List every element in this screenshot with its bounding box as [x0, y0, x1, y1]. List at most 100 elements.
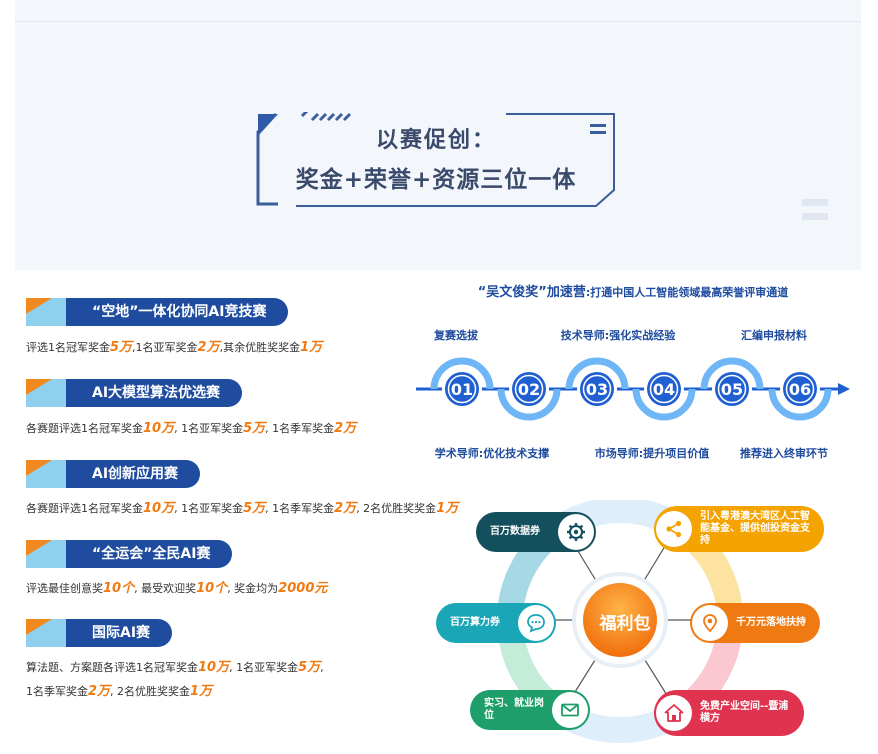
competition-prize-desc: 评选最佳创意奖10个, 最受欢迎奖10个, 奖金均为2000元	[26, 580, 327, 598]
step-number: 03	[586, 380, 608, 399]
decorative-lines-icon	[802, 199, 828, 220]
prize-amount: 10万	[143, 421, 175, 436]
prize-amount: 5万	[110, 340, 133, 355]
share-icon	[656, 511, 692, 547]
prize-text: , 2名优胜奖奖金	[110, 685, 191, 698]
prize-text: ,	[320, 661, 324, 674]
prize-amount: 10万	[143, 501, 175, 516]
benefit-item: 免费产业空间--暨浦横方	[654, 690, 804, 736]
prize-amount: 10个	[103, 581, 135, 596]
prize-text: , 奖金均为	[227, 582, 279, 595]
benefit-item: 百万数据券	[476, 512, 596, 552]
competition-prize-desc: 评选1名冠军奖金5万,1名亚军奖金2万,其余优胜奖奖金1万	[26, 339, 322, 357]
accelerator-title: “吴文俊奖”加速营:打通中国人工智能领域最高荣誉评审通道	[418, 281, 848, 300]
timeline-arrow-icon	[838, 383, 850, 395]
prize-amount: 5万	[243, 421, 266, 436]
prize-amount: 1万	[190, 684, 213, 699]
step-number: 01	[451, 380, 473, 399]
chevron-decor-icon	[26, 460, 78, 488]
banner-title-line1: 以赛促创：	[375, 128, 496, 153]
benefit-label: 千万元落地扶持	[736, 617, 806, 628]
competition-prize-desc: 各赛题评选1名冠军奖金10万, 1名亚军奖金5万, 1名季军奖金2万	[26, 420, 356, 438]
prize-amount: 2万	[197, 340, 220, 355]
prize-amount: 2万	[334, 501, 357, 516]
competition-header: AI大模型算法优选赛	[26, 379, 290, 407]
step-node: 02	[497, 369, 561, 421]
step-node: 01	[430, 357, 494, 409]
benefit-item: 引入粤港澳大湾区人工智能基金、提供创投资金支持	[654, 506, 824, 552]
prize-amount: 2万	[334, 421, 357, 436]
prize-amount: 5万	[243, 501, 266, 516]
competition-header: AI创新应用赛	[26, 460, 290, 488]
step-number: 02	[518, 380, 540, 399]
competition-prize-desc-2: 1名季军奖金2万, 2名优胜奖奖金1万	[26, 683, 212, 701]
chevron-decor-icon	[26, 619, 78, 647]
prize-amount: 10个	[196, 581, 228, 596]
competition-header: “全运会”全民AI赛	[26, 540, 290, 568]
competition-name: “空地”一体化协同AI竞技赛	[66, 298, 289, 326]
prize-text: , 1名季军奖金	[265, 502, 335, 515]
prize-text: 评选1名冠军奖金	[26, 341, 110, 354]
competition-header: 国际AI赛	[26, 619, 290, 647]
step-label: 复赛选拔	[434, 329, 478, 342]
prize-text: ,1名亚军奖金	[132, 341, 198, 354]
benefit-label: 实习、就业岗位	[484, 698, 544, 721]
gear-icon	[558, 514, 594, 550]
step-number: 05	[721, 380, 743, 399]
accelerator-title-main: “吴文俊奖”加速营	[477, 285, 586, 300]
prize-text: , 1名季军奖金	[265, 422, 335, 435]
prize-amount: 2万	[88, 684, 111, 699]
step-node: 04	[632, 369, 696, 421]
competition-name: AI大模型算法优选赛	[66, 379, 243, 407]
prize-amount: 2000元	[278, 581, 328, 596]
prize-text: 各赛题评选1名冠军奖金	[26, 502, 143, 515]
chevron-decor-icon	[26, 540, 78, 568]
step-node: 03	[565, 357, 629, 409]
banner-divider	[15, 21, 861, 22]
step-label: 技术导师:强化实战经验	[560, 329, 676, 342]
benefit-item: 实习、就业岗位	[470, 690, 590, 730]
step-node: 06	[768, 369, 832, 421]
competition-prize-desc: 算法题、方案题各评选1名冠军奖金10万, 1名亚军奖金5万,	[26, 659, 324, 677]
prize-amount: 1万	[436, 501, 459, 516]
step-node: 05	[700, 357, 764, 409]
location-pin-icon	[692, 605, 728, 641]
prize-text: , 1名亚军奖金	[174, 502, 244, 515]
benefit-label: 百万算力券	[450, 617, 500, 628]
accelerator-steps-timeline: 01 02 03 04 05 06	[416, 357, 850, 421]
benefits-center-label: 福利包	[599, 614, 651, 634]
title-frame	[256, 112, 615, 207]
benefit-label: 免费产业空间--暨浦横方	[700, 701, 789, 724]
step-label: 汇编申报材料	[741, 329, 807, 342]
prize-amount: 1万	[300, 340, 323, 355]
benefit-label: 百万数据券	[490, 526, 540, 537]
chat-bubble-icon	[518, 605, 554, 641]
step-label: 推荐进入终审环节	[740, 447, 828, 460]
house-icon	[656, 695, 692, 731]
competition-header: “空地”一体化协同AI竞技赛	[26, 298, 290, 326]
prize-text: 评选最佳创意奖	[26, 582, 103, 595]
benefit-item: 千万元落地扶持	[690, 603, 820, 643]
center-circle	[583, 583, 657, 657]
prize-text: , 1名亚军奖金	[229, 661, 299, 674]
prize-amount: 10万	[198, 660, 230, 675]
competition-name: AI创新应用赛	[66, 460, 201, 488]
chevron-decor-icon	[26, 298, 78, 326]
competition-prize-desc: 各赛题评选1名冠军奖金10万, 1名亚军奖金5万, 1名季军奖金2万, 2名优胜…	[26, 500, 458, 518]
benefit-label: 引入粤港澳大湾区人工智能基金、提供创投资金支持	[700, 511, 810, 546]
accelerator-subtitle: :打通中国人工智能领域最高荣誉评审通道	[585, 286, 789, 299]
step-label: 市场导师:提升项目价值	[594, 447, 710, 460]
prize-text: , 2名优胜奖奖金	[356, 502, 437, 515]
chevron-decor-icon	[26, 379, 78, 407]
prize-text: 1名季军奖金	[26, 685, 88, 698]
step-label: 学术导师:优化技术支撑	[434, 447, 550, 460]
prize-text: , 最受欢迎奖	[134, 582, 197, 595]
prize-amount: 5万	[298, 660, 321, 675]
benefit-item: 百万算力券	[436, 603, 556, 643]
step-number: 04	[653, 380, 675, 399]
prize-text: 各赛题评选1名冠军奖金	[26, 422, 143, 435]
prize-text: ,其余优胜奖奖金	[219, 341, 301, 354]
step-number: 06	[789, 380, 811, 399]
competition-name: “全运会”全民AI赛	[66, 540, 233, 568]
mail-icon	[552, 692, 588, 728]
